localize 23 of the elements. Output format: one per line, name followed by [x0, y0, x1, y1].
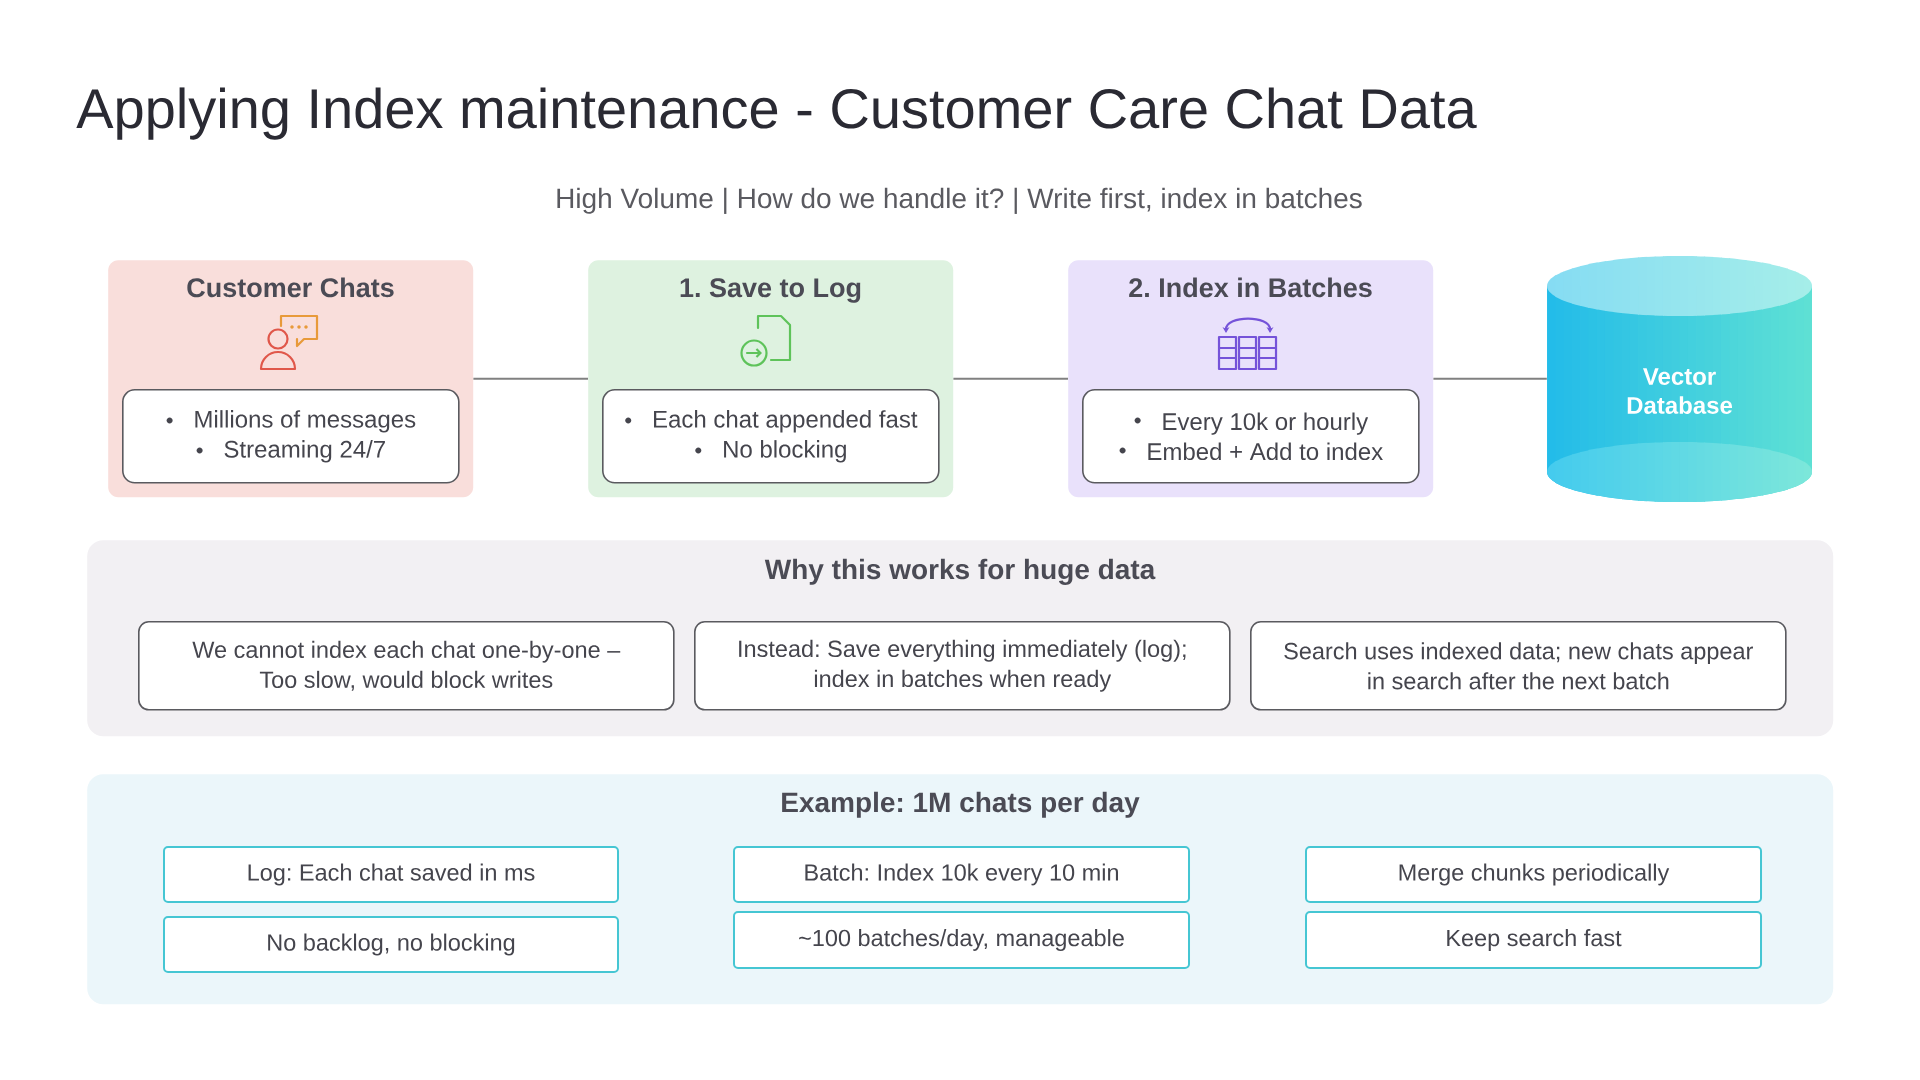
- bullet-list-box: Every 10k or hourly Embed + Add to index: [1082, 389, 1420, 484]
- title: Applying Index maintenance - Customer Care Chat Data: [76, 87, 1477, 140]
- bullet-list-box: Millions of messages Streaming 24/7: [122, 389, 460, 484]
- subtitle: High Volume | How do we handle it? | Write first, index in batches: [557, 187, 1362, 214]
- info-box: Merge chunks periodically: [1305, 846, 1762, 903]
- connector-line: [1432, 377, 1548, 380]
- info-box: ~100 batches/day, manageable: [733, 911, 1190, 969]
- panel-title: Why this works for huge data: [764, 558, 1156, 585]
- info-box: No backlog, no blocking: [163, 916, 619, 973]
- info-box: Keep search fast: [1305, 911, 1762, 969]
- info-box: Instead: Save everything immediately (log); index in batches when ready: [694, 621, 1231, 711]
- info-box: Batch: Index 10k every 10 min: [733, 846, 1190, 903]
- info-box: Search uses indexed data; new chats appear in search after the next batch: [1250, 621, 1787, 711]
- card-title: 2. Index in Batches: [1129, 277, 1372, 298]
- card-title: Customer Chats: [187, 277, 394, 298]
- connector-line: [952, 377, 1069, 380]
- info-box: We cannot index each chat one-by-one – Too slow, would block writes: [138, 621, 675, 711]
- connector-line: [472, 377, 589, 380]
- panel-title: Example: 1M chats per day: [782, 791, 1140, 818]
- cylinder-label: Vector Database: [1627, 368, 1733, 414]
- bullet-list-box: Each chat appended fast No blocking: [602, 389, 940, 484]
- info-box: Log: Each chat saved in ms: [163, 846, 619, 903]
- card-title: 1. Save to Log: [680, 278, 861, 303]
